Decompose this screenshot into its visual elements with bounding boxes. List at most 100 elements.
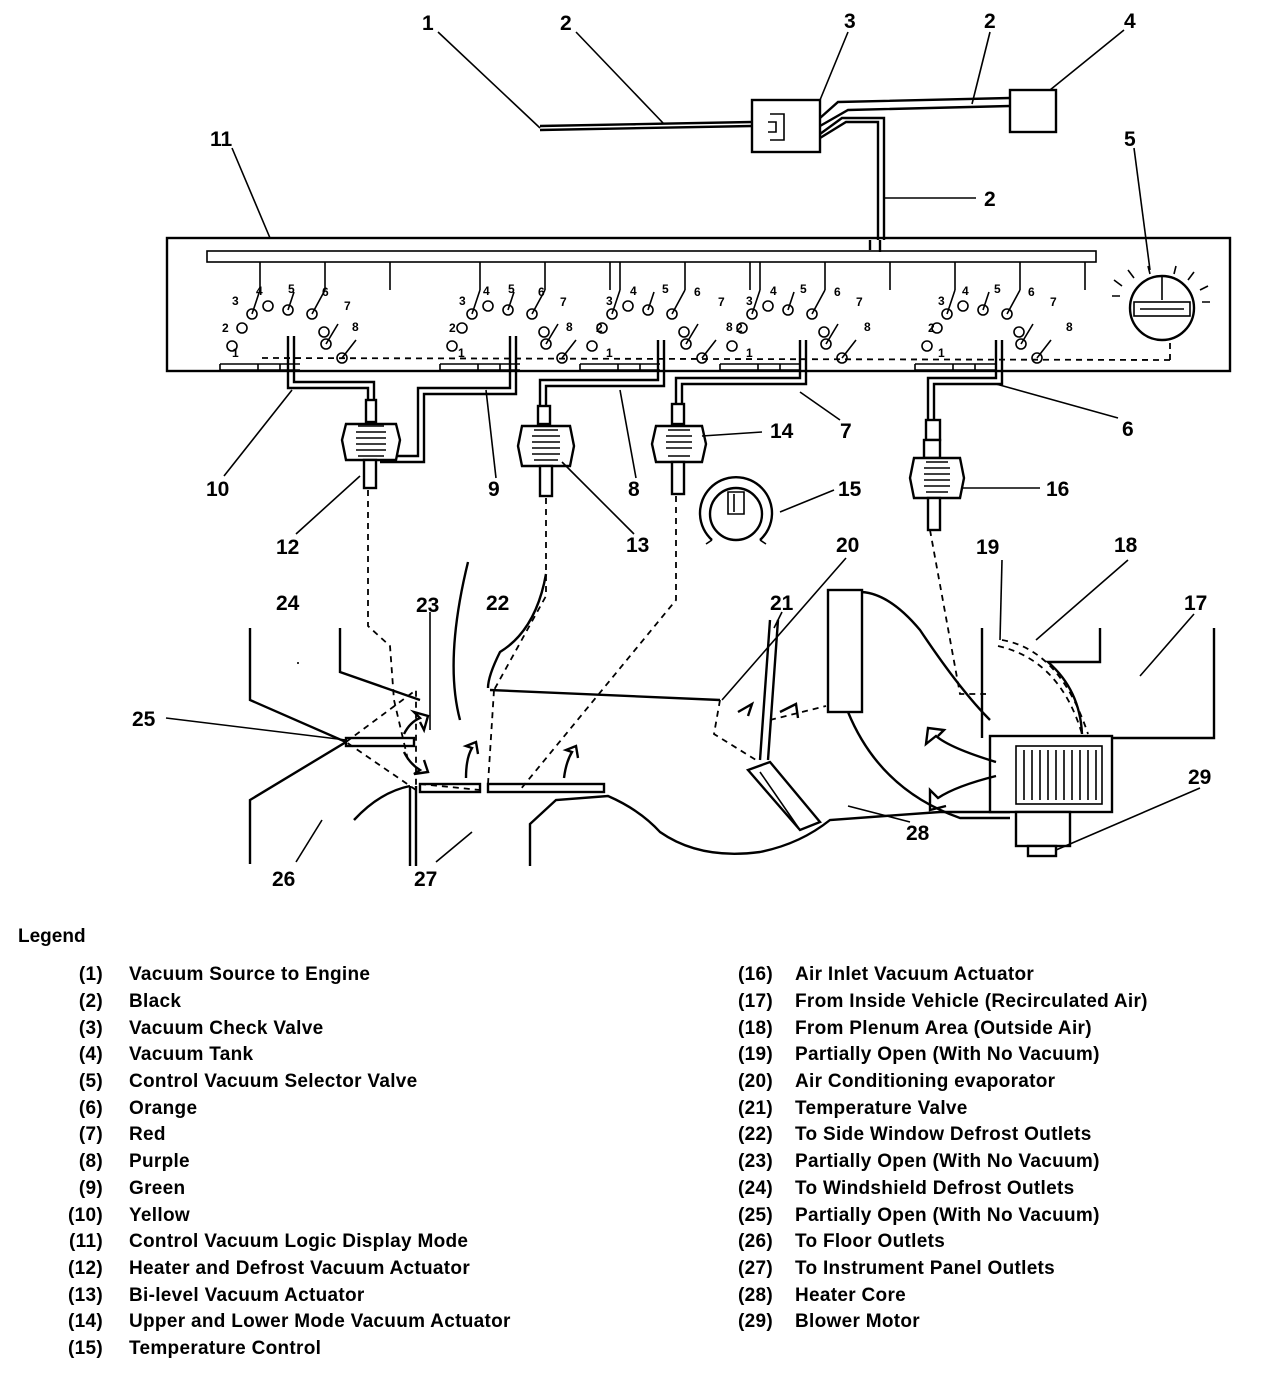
legend-item: (10)Yellow: [0, 1202, 511, 1229]
legend-item-text: Vacuum Tank: [129, 1044, 254, 1066]
legend-item: (27) To Instrument Panel Outlets: [732, 1256, 1148, 1283]
callout-14: 14: [770, 420, 794, 443]
svg-text:3: 3: [232, 294, 239, 308]
svg-text:4: 4: [256, 284, 263, 298]
legend-item-text: To Instrument Panel Outlets: [795, 1257, 1056, 1279]
legend-item-number: (27): [738, 1257, 773, 1279]
svg-text:5: 5: [288, 282, 295, 296]
legend-left-column: (1)Vacuum Source to Engine(2)Black(3)Vac…: [0, 962, 511, 1362]
control-vacuum-selector-valve: [1112, 265, 1210, 342]
svg-text:3: 3: [606, 294, 613, 308]
callout-15: 15: [838, 478, 862, 501]
legend-item-text: Green: [129, 1177, 186, 1199]
svg-text:1: 1: [938, 346, 945, 360]
airflow-arrows: [402, 701, 997, 812]
svg-text:3: 3: [938, 294, 945, 308]
legend-item-number: (11): [69, 1231, 103, 1253]
legend-item-text: Black: [129, 991, 182, 1013]
legend-item-number: (15): [68, 1337, 103, 1359]
legend-item-number: (26): [738, 1231, 773, 1253]
legend-item-text: Partially Open (With No Vacuum): [795, 1044, 1100, 1066]
callout-25: 25: [132, 708, 156, 731]
callout-5: 5: [1124, 128, 1136, 151]
legend-item-text: Vacuum Check Valve: [129, 1017, 324, 1039]
legend-item: (9)Green: [0, 1176, 511, 1203]
port-number-labels: 2 3 4 5 6 7 8 1 2 3 4 5 6 7 8 1 2 3 4 5 …: [222, 282, 1073, 360]
legend-item-number: (8): [78, 1151, 103, 1173]
legend-item-number: (12): [68, 1257, 103, 1279]
legend-item: (19) Partially Open (With No Vacuum): [732, 1042, 1148, 1069]
svg-text:2: 2: [596, 321, 603, 335]
vacuum-system-diagram: 2 3 4 5 6 7 8 1 2 3 4 5 6 7 8 1 2 3 4 5 …: [132, 10, 1232, 891]
legend-item-text: To Windshield Defrost Outlets: [795, 1177, 1075, 1199]
legend-item-number: (19): [738, 1044, 773, 1066]
callout-23: 23: [416, 594, 439, 617]
callout-4: 4: [1124, 10, 1136, 33]
legend-item-text: Air Conditioning evaporator: [795, 1071, 1056, 1093]
legend-item-number: (7): [78, 1124, 103, 1146]
legend-item: (22)To Side Window Defrost Outlets: [732, 1122, 1148, 1149]
upper-lower-mode-vacuum-actuator: [650, 402, 708, 496]
legend-item: (14) Upper and Lower Mode Vacuum Actuator: [0, 1309, 511, 1336]
legend-item-number: (3): [78, 1017, 103, 1039]
legend-item: (26)To Floor Outlets: [732, 1229, 1148, 1256]
legend-item-number: (28): [738, 1284, 773, 1306]
svg-text:8: 8: [352, 320, 359, 334]
legend-item: (16)Air Inlet Vacuum Actuator: [732, 962, 1148, 989]
legend-item-number: (14): [68, 1311, 103, 1333]
legend-item-text: To Side Window Defrost Outlets: [795, 1124, 1092, 1146]
callout-10: 10: [206, 478, 229, 501]
legend-item: (15)Temperature Control: [0, 1336, 511, 1363]
svg-text:3: 3: [746, 294, 753, 308]
callout-2: 2: [560, 12, 572, 35]
svg-text:1: 1: [232, 346, 239, 360]
svg-text:6: 6: [322, 285, 329, 299]
callout-2c: 2: [984, 188, 996, 211]
callout-11: 11: [210, 128, 233, 151]
svg-text:5: 5: [508, 282, 515, 296]
legend-item: (8)Purple: [0, 1149, 511, 1176]
legend-item-text: Partially Open (With No Vacuum): [795, 1204, 1100, 1226]
legend-item-text: Bi-level Vacuum Actuator: [129, 1284, 365, 1306]
svg-text:8: 8: [1066, 320, 1073, 334]
callout-19: 19: [976, 536, 999, 559]
air-inlet-vacuum-actuator: [908, 418, 966, 532]
svg-text:5: 5: [662, 282, 669, 296]
legend-item-text: Upper and Lower Mode Vacuum Actuator: [129, 1311, 511, 1333]
temperature-valve: [713, 619, 827, 761]
vacuum-hoses: [286, 336, 1004, 464]
legend-item-number: (5): [78, 1071, 103, 1093]
legend-item-number: (16): [738, 964, 773, 986]
callout-22: 22: [486, 592, 509, 615]
svg-text:1: 1: [606, 346, 613, 360]
vacuum-tank: [1008, 88, 1058, 134]
legend-item-number: (2): [78, 991, 103, 1013]
legend-item-number: (13): [68, 1284, 103, 1306]
legend-item: (21)Temperature Valve: [732, 1095, 1148, 1122]
legend-item: (25)Partially Open (With No Vacuum): [732, 1202, 1148, 1229]
svg-text:8: 8: [864, 320, 871, 334]
air-conditioning-evaporator: [826, 588, 1010, 820]
callout-18: 18: [1114, 534, 1138, 557]
svg-text:5: 5: [994, 282, 1001, 296]
svg-text:2: 2: [449, 321, 456, 335]
leader-lines: [165, 29, 1201, 863]
svg-text:4: 4: [962, 284, 969, 298]
svg-text:4: 4: [770, 284, 777, 298]
hvac-ducts: [248, 561, 1010, 866]
svg-text:7: 7: [856, 295, 863, 309]
svg-text:3: 3: [459, 294, 466, 308]
legend-item-text: Control Vacuum Logic Display Mode: [129, 1231, 469, 1253]
legend-item: (20)Air Conditioning evaporator: [732, 1069, 1148, 1096]
callout-28: 28: [906, 822, 930, 845]
svg-text:4: 4: [483, 284, 490, 298]
bi-level-vacuum-actuator: [516, 404, 576, 498]
svg-text:7: 7: [718, 295, 725, 309]
callout-26: 26: [272, 868, 295, 891]
legend-item-text: Blower Motor: [795, 1311, 920, 1333]
actuator-linkages: [367, 490, 677, 791]
vacuum-check-valve: [750, 98, 822, 154]
callout-24: 24: [276, 592, 300, 615]
legend-right-column: (16)Air Inlet Vacuum Actuator(17)From In…: [732, 962, 1148, 1336]
callout-21: 21: [770, 592, 794, 615]
